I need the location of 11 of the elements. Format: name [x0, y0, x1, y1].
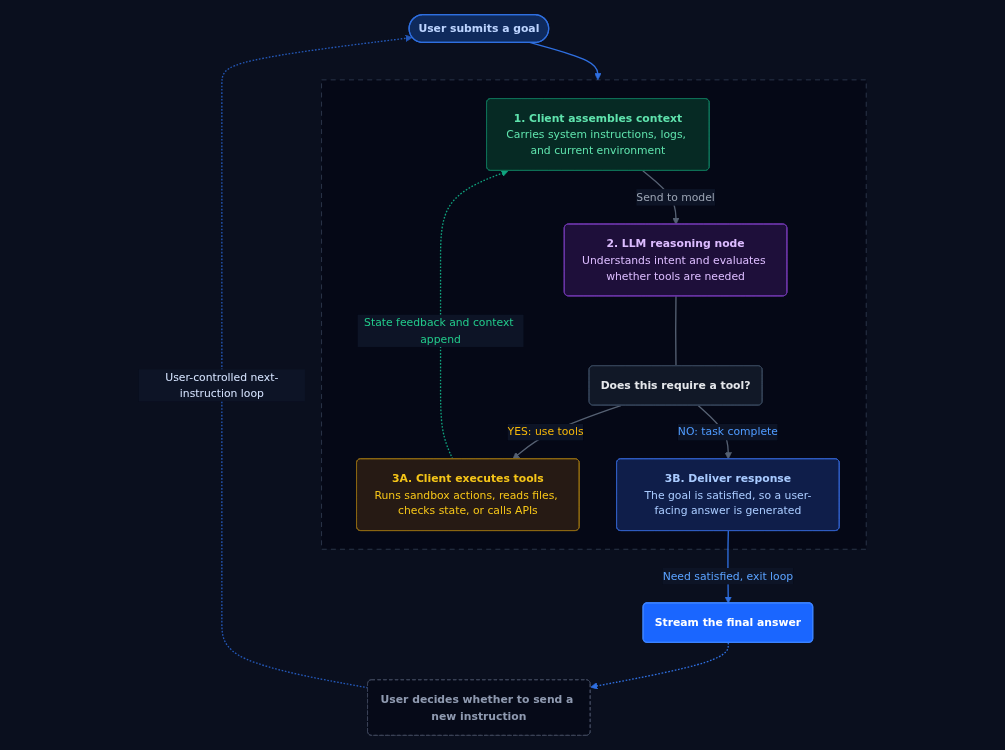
edge-label: NO: task complete	[677, 425, 778, 438]
edge-label: Send to model	[636, 190, 715, 204]
cluster	[321, 79, 867, 550]
edge-label: State feedback and context append	[364, 316, 514, 345]
arrow	[439, 169, 509, 460]
arrow	[590, 642, 729, 690]
connector	[675, 295, 677, 367]
edge-label: YES: use tools	[507, 425, 584, 438]
edge-label: User-controlled next-instruction loop	[165, 370, 279, 400]
arrow	[221, 34, 413, 689]
edge-label: Need satisfied, exit loop	[662, 569, 794, 583]
